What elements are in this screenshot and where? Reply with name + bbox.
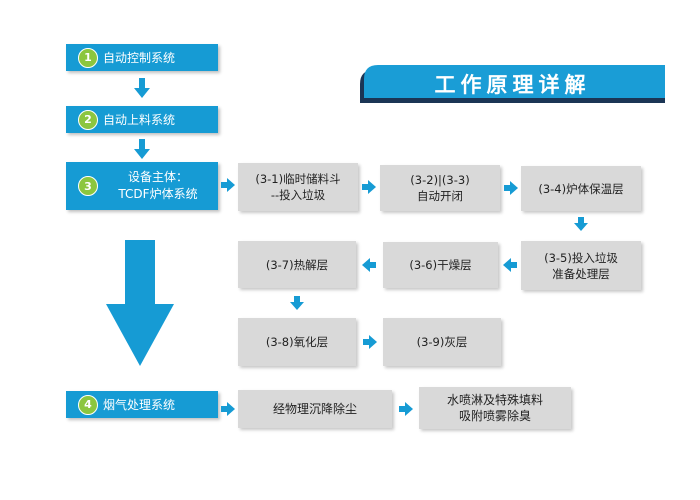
- step-3-9-ash-layer: (3-9)灰层: [383, 318, 501, 366]
- step-label-line2: --投入垃圾: [270, 188, 326, 202]
- step-3-8-oxidation-layer: (3-8)氧化层: [238, 318, 356, 366]
- system-label-line1: 设备主体：: [127, 170, 188, 184]
- step-label-line1: (3-8)氧化层: [265, 335, 329, 349]
- down-arrow-icon: [134, 139, 150, 159]
- system-label: 自动控制系统: [103, 51, 176, 65]
- right-arrow-icon: [362, 180, 376, 194]
- title-banner-shape: [360, 65, 665, 103]
- step-label-line1: 水喷淋及特殊填料: [446, 393, 543, 407]
- step-label-line1: 经物理沉降除尘: [272, 402, 357, 416]
- left-arrow-icon: [503, 258, 517, 272]
- step-3-5-preparation-layer: (3-5)投入垃圾 准备处理层: [521, 241, 641, 290]
- down-arrow-icon: [290, 296, 304, 310]
- right-arrow-icon: [363, 335, 377, 349]
- page-title: 工作原理详解: [434, 73, 591, 97]
- step-label-line1: (3-7)热解层: [265, 257, 329, 272]
- step-number-badge: 1: [78, 47, 98, 68]
- step-number-badge: 4: [78, 394, 98, 415]
- down-arrow-icon: [574, 217, 588, 231]
- step-label-line2: 吸附喷雾除臭: [458, 409, 531, 423]
- step-3-7-pyrolysis-layer: (3-7)热解层: [238, 241, 356, 288]
- step-label-line1: (3-6)干燥层: [409, 258, 472, 272]
- system-main-body: 3 设备主体： TCDF炉体系统: [66, 162, 218, 210]
- step-label-line1: (3-1)临时储料斗: [255, 172, 341, 186]
- flue-step-physical-settling: 经物理沉降除尘: [238, 390, 392, 428]
- step-3-2-auto-open-close: (3-2)|(3-3) 自动开闭: [380, 165, 500, 211]
- step-label-line1: (3-9)灰层: [416, 335, 468, 349]
- system-label-line2: TCDF炉体系统: [118, 187, 198, 201]
- right-arrow-icon: [399, 402, 413, 416]
- right-arrow-icon: [221, 402, 235, 416]
- left-arrow-icon: [362, 258, 376, 272]
- system-label: 自动上料系统: [103, 113, 176, 127]
- right-arrow-icon: [504, 181, 518, 195]
- step-3-1-temporary-hopper: (3-1)临时储料斗 --投入垃圾: [238, 163, 358, 211]
- step-3-4-insulation-layer: (3-4)炉体保温层: [521, 166, 641, 211]
- title-banner: 工作原理详解: [360, 65, 665, 103]
- step-label-line1: (3-2)|(3-3): [410, 173, 470, 187]
- step-number-badge: 2: [78, 109, 98, 130]
- right-arrow-icon: [221, 178, 235, 192]
- system-flue-gas-treatment: 4 烟气处理系统: [66, 391, 218, 418]
- step-label-line2: 自动开闭: [417, 189, 463, 203]
- step-label-line1: (3-4)炉体保温层: [538, 181, 624, 196]
- flue-step-spray-deodorize: 水喷淋及特殊填料 吸附喷雾除臭: [419, 387, 571, 429]
- step-number-badge: 3: [78, 176, 98, 196]
- step-label-line2: 准备处理层: [552, 266, 610, 281]
- system-auto-control: 1 自动控制系统: [66, 44, 218, 71]
- large-down-arrow-icon: [106, 240, 174, 366]
- step-label-line1: (3-5)投入垃圾: [544, 250, 618, 265]
- down-arrow-icon: [134, 78, 150, 98]
- step-3-6-drying-layer: (3-6)干燥层: [383, 242, 498, 288]
- system-label: 烟气处理系统: [103, 398, 176, 412]
- system-auto-feeding: 2 自动上料系统: [66, 106, 218, 133]
